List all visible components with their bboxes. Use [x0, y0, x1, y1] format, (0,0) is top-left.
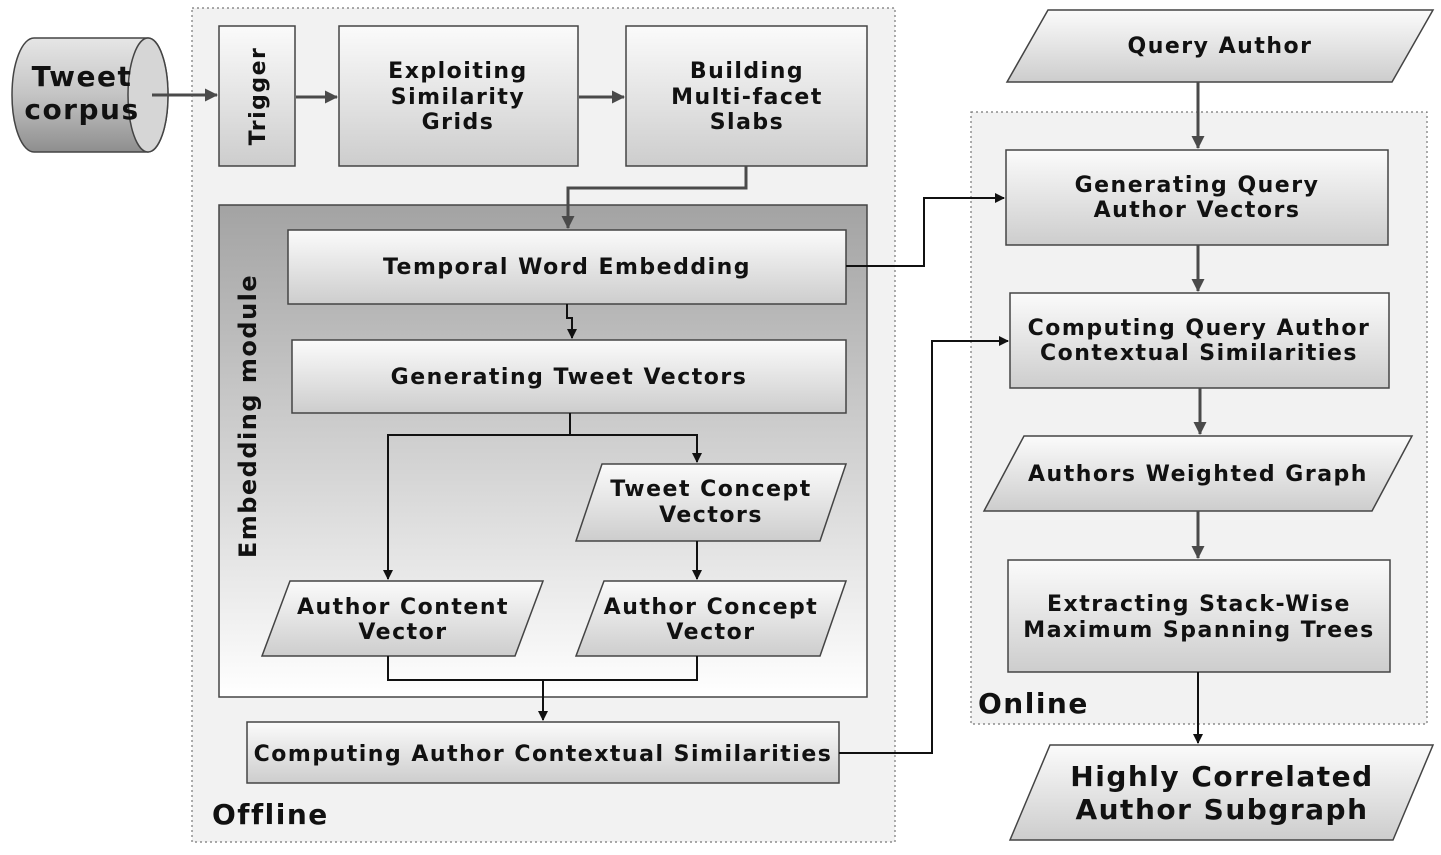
generating-query-author-vectors-label-2: Author Vectors [1094, 198, 1301, 223]
generating-query-author-vectors-label-1: Generating Query [1075, 173, 1320, 198]
exploiting-similarity-grids-box [338, 25, 579, 167]
trigger-label: Trigger [246, 47, 271, 146]
tweet-corpus-label-1: Tweet [32, 60, 133, 93]
computing-query-author-label-2: Contextual Similarities [1040, 341, 1358, 366]
building-label-2: Multi-facet [671, 85, 823, 110]
exploiting-label-3: Grids [422, 110, 495, 135]
computing-query-author-label-1: Computing Query Author [1028, 316, 1371, 341]
author-concept-vector-shape [574, 580, 848, 657]
author-concept-vector-label-2: Vector [666, 620, 755, 645]
exploiting-label-2: Similarity [391, 85, 526, 110]
building-label-3: Slabs [710, 110, 785, 135]
temporal-word-embedding-label: Temporal Word Embedding [383, 255, 751, 280]
building-label-1: Building [690, 59, 804, 84]
query-author-shape [1005, 9, 1435, 83]
online-label: Online [978, 687, 1089, 720]
result-label-1: Highly Correlated [1070, 760, 1373, 793]
temporal-word-embedding-box [287, 229, 847, 305]
extracting-label-2: Maximum Spanning Trees [1023, 618, 1374, 643]
building-multi-facet-slabs-box [625, 25, 868, 167]
embedding-module-label: Embedding module [234, 274, 262, 558]
tweet-corpus-cylinder [11, 37, 169, 153]
extracting-label-1: Extracting Stack-Wise [1047, 592, 1351, 617]
author-content-vector-label-2: Vector [358, 620, 447, 645]
connectors-black [383, 193, 1203, 754]
generating-tweet-vectors-label: Generating Tweet Vectors [391, 365, 748, 390]
author-concept-vector-label-1: Author Concept [604, 595, 819, 620]
query-author-label: Query Author [1128, 34, 1313, 59]
tweet-concept-vectors-label-1: Tweet Concept [610, 477, 812, 502]
authors-weighted-graph-label: Authors Weighted Graph [1028, 462, 1368, 487]
offline-label: Offline [212, 798, 329, 831]
author-content-vector-shape [260, 580, 545, 657]
authors-weighted-graph-shape [982, 435, 1414, 512]
computing-author-contextual-label: Computing Author Contextual Similarities [254, 742, 833, 767]
exploiting-label-1: Exploiting [388, 59, 528, 84]
tweet-corpus-label-2: corpus [24, 93, 139, 126]
author-content-vector-label-1: Author Content [297, 595, 509, 620]
tweet-concept-vectors-label-2: Vectors [659, 503, 763, 528]
generating-query-author-vectors-box [1005, 149, 1389, 246]
result-subgraph-shape [1008, 744, 1435, 841]
trigger-box [218, 25, 296, 167]
tweet-concept-vectors-shape [574, 463, 848, 542]
connectors-gray [152, 82, 1207, 559]
result-label-2: Author Subgraph [1075, 793, 1368, 826]
generating-tweet-vectors-box [291, 339, 847, 414]
computing-query-author-box [1009, 292, 1390, 389]
computing-author-contextual-box [246, 721, 840, 784]
